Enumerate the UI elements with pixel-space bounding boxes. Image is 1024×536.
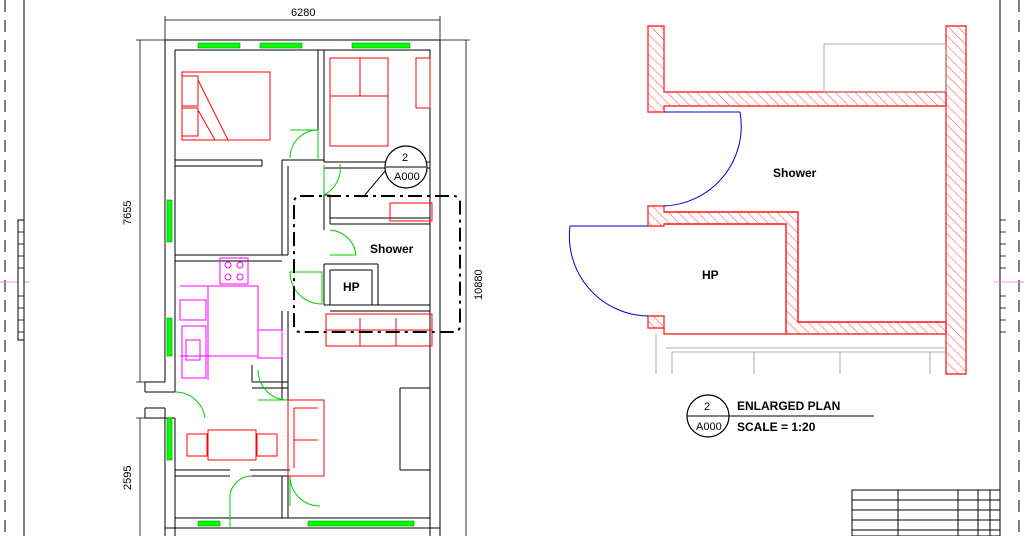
enlarged-callout-number: 2 — [704, 401, 710, 413]
dimension-height-total: 10880 — [473, 269, 485, 300]
interior-walls — [175, 50, 430, 518]
enlarged-plan-scale: SCALE = 1:20 — [737, 420, 816, 434]
door-swings — [174, 129, 357, 528]
windows — [166, 42, 415, 527]
dimension-height-lower: 2595 — [122, 466, 134, 490]
wardrobe — [415, 57, 431, 109]
sofa — [287, 399, 325, 477]
room-label-shower: Shower — [370, 242, 414, 256]
callout-number: 2 — [402, 152, 408, 164]
kitchen — [179, 257, 283, 380]
bed — [329, 57, 389, 147]
window — [259, 42, 303, 49]
window — [351, 42, 411, 49]
enlarged-plan-title: 2 A000 ENLARGED PLAN SCALE = 1:20 — [686, 394, 874, 438]
enlarged-plan-heading: ENLARGED PLAN — [737, 399, 840, 413]
dimension-height-upper: 7655 — [122, 201, 134, 225]
hatched-wall-top — [647, 25, 947, 113]
enlarged-room-label-hp: HP — [702, 268, 719, 282]
callout-sheet: A000 — [394, 171, 420, 183]
sink — [181, 325, 207, 379]
furniture — [181, 57, 433, 477]
dimension-lines — [136, 16, 470, 536]
dimension-width: 6280 — [291, 7, 315, 19]
enlarged-plan: Shower HP 2 A000 ENLARGED PLAN SCALE = 1… — [568, 25, 967, 438]
hatched-wall-hp — [647, 205, 947, 335]
title-block — [851, 489, 1001, 536]
enlarged-callout-sheet: A000 — [696, 421, 722, 433]
window — [166, 199, 173, 243]
dining-table — [207, 429, 257, 461]
room-label-hp: HP — [343, 280, 360, 294]
hob — [219, 257, 249, 285]
enlarged-doors — [568, 111, 742, 317]
shower-tray-outline — [823, 43, 947, 93]
enlarged-room-label-shower: Shower — [773, 166, 817, 180]
window — [166, 317, 173, 357]
shower-tray — [389, 202, 433, 222]
window — [307, 520, 415, 527]
window — [197, 520, 221, 527]
window — [197, 42, 241, 49]
window — [166, 417, 173, 461]
floor-plan: Shower HP 6280 7655 2595 10880 2 A000 — [122, 7, 485, 536]
hatched-wall-right — [945, 25, 967, 375]
exterior-walls — [144, 39, 441, 536]
detail-callout-frame: 2 A000 — [293, 145, 461, 333]
